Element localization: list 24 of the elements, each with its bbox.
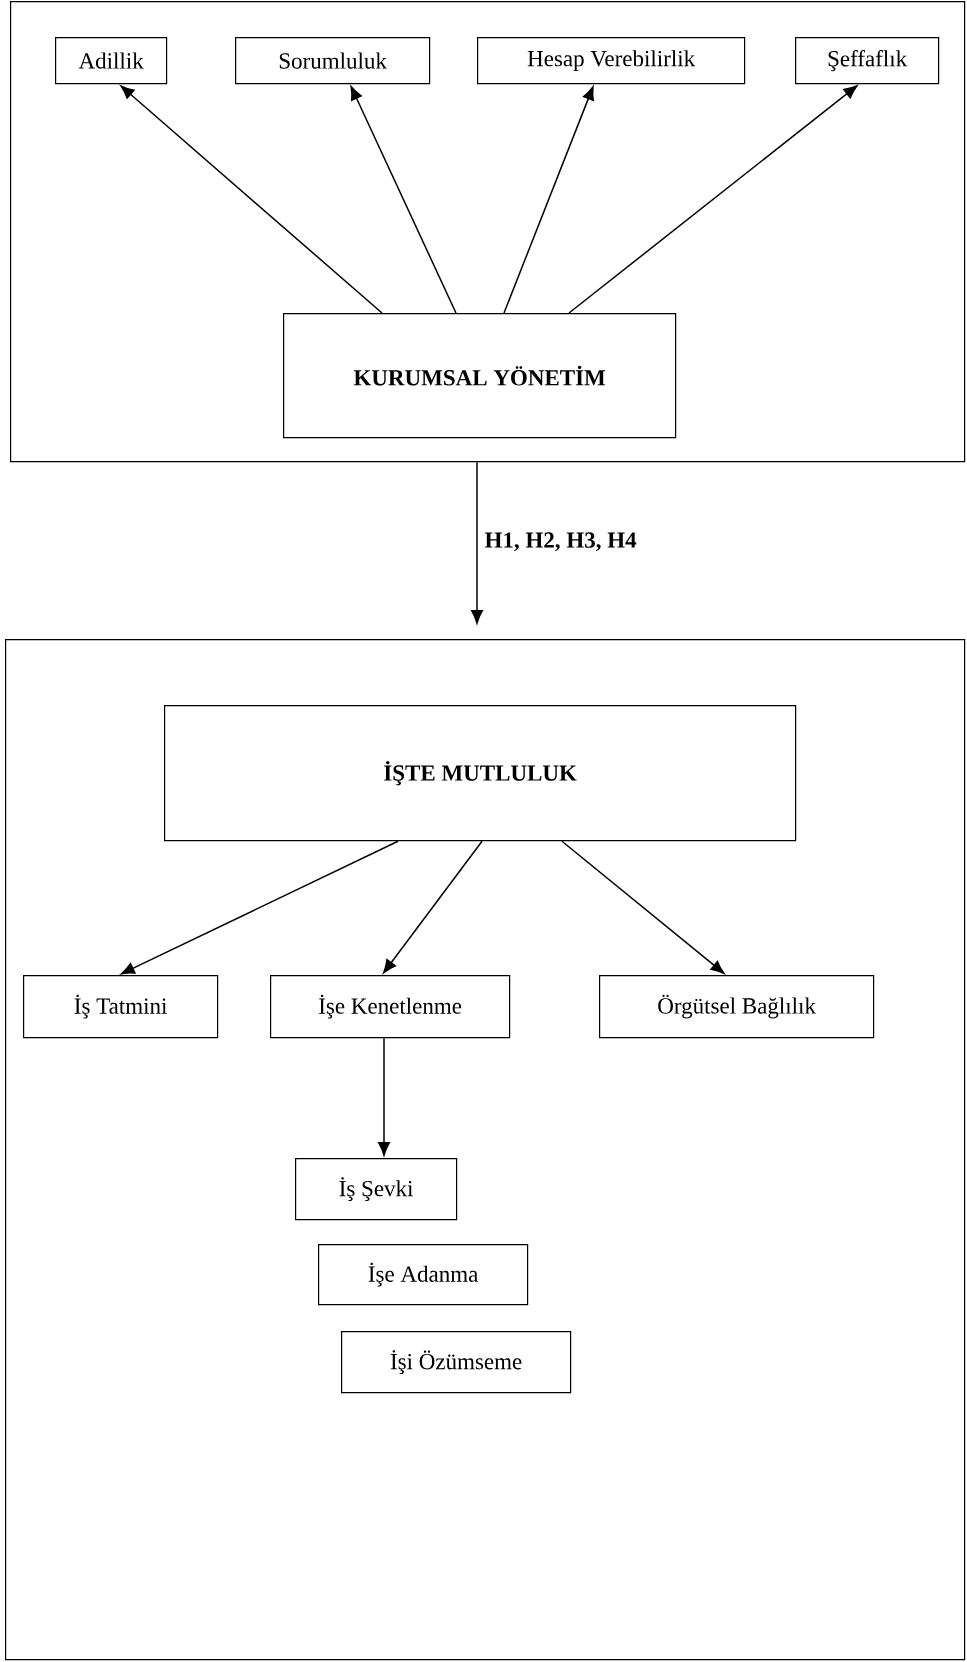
concept-box: İşe Adanma bbox=[318, 1244, 529, 1306]
concept-box: İşi Özümseme bbox=[341, 1331, 572, 1394]
concept-box: İş Şevki bbox=[295, 1158, 458, 1221]
arrow bbox=[382, 840, 483, 974]
concept-box: Sorumluluk bbox=[235, 37, 431, 85]
frame bbox=[5, 639, 966, 1661]
arrow bbox=[568, 85, 858, 314]
frame bbox=[10, 1, 966, 463]
arrow bbox=[561, 840, 725, 974]
concept-box: Şeffaflık bbox=[795, 37, 940, 85]
arrow bbox=[503, 86, 594, 314]
concept-box: İşe Kenetlenme bbox=[270, 975, 511, 1039]
arrow bbox=[120, 85, 383, 314]
edge-label: H1, H2, H3, H4 bbox=[484, 532, 637, 552]
arrow bbox=[350, 86, 457, 314]
construct-box: KURUMSAL YÖNETİM bbox=[283, 313, 677, 439]
concept-box: Adillik bbox=[55, 37, 168, 85]
concept-box: Hesap Verebilirlik bbox=[477, 37, 746, 85]
arrow bbox=[378, 1037, 390, 1156]
construct-box: İŞTE MUTLULUK bbox=[164, 705, 797, 842]
concept-box: Örgütsel Bağlılık bbox=[599, 975, 875, 1039]
arrow bbox=[471, 461, 483, 624]
concept-box: İş Tatmini bbox=[23, 975, 219, 1039]
arrow bbox=[120, 840, 399, 975]
